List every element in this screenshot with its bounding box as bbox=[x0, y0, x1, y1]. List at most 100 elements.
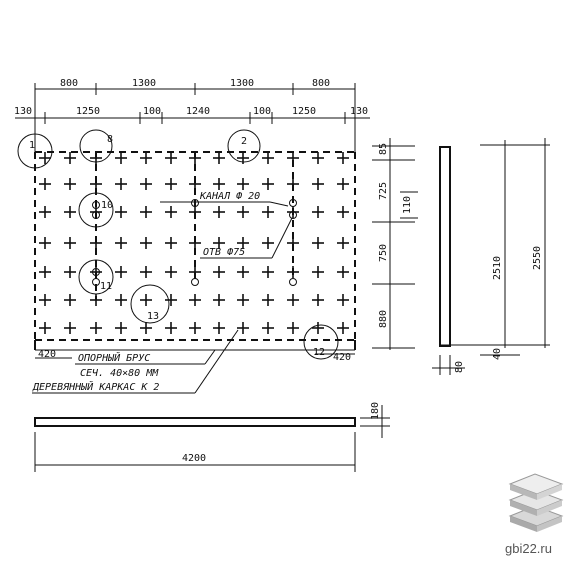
rebar-cross bbox=[337, 206, 349, 218]
rebar-cross bbox=[213, 206, 225, 218]
rebar-cross bbox=[287, 322, 299, 334]
rebar-cross bbox=[189, 322, 201, 334]
rebar-cross bbox=[39, 294, 51, 306]
rebar-cross bbox=[262, 206, 274, 218]
rebar-cross bbox=[64, 266, 76, 278]
side-dim-2550: 2550 bbox=[532, 246, 543, 270]
rebar-cross bbox=[39, 322, 51, 334]
marker-1-label: 1 bbox=[29, 140, 35, 151]
rebar-cross bbox=[262, 237, 274, 249]
rebar-cross bbox=[213, 152, 225, 164]
top-dim-1250-right: 1250 bbox=[292, 106, 316, 117]
section-note: СЕЧ. 40×80 ММ bbox=[80, 368, 159, 379]
rebar-cross bbox=[64, 237, 76, 249]
channel-hole bbox=[92, 268, 100, 276]
rebar-cross bbox=[90, 322, 102, 334]
channel-hole bbox=[289, 211, 297, 219]
rebar-cross bbox=[90, 237, 102, 249]
stacked-slabs-icon bbox=[508, 473, 564, 532]
marker-10-label: 10 bbox=[101, 200, 113, 211]
top-dim-100-right: 100 bbox=[253, 106, 271, 117]
marker-2-label: 2 bbox=[241, 136, 247, 147]
rebar-cross bbox=[262, 266, 274, 278]
elevation-thickness: 180 bbox=[370, 402, 381, 420]
rebar-cross bbox=[262, 152, 274, 164]
rebar-cross bbox=[115, 322, 127, 334]
rebar-cross bbox=[312, 322, 324, 334]
rebar-cross bbox=[237, 322, 249, 334]
callout-markers: 1 8 2 10 11 13 12 bbox=[17, 129, 339, 360]
rebar-cross bbox=[165, 206, 177, 218]
rebar-cross bbox=[140, 322, 152, 334]
rebar-cross bbox=[115, 206, 127, 218]
marker-13-label: 13 bbox=[147, 311, 159, 322]
side-dim-40: 40 bbox=[492, 348, 503, 360]
marker-circle-1 bbox=[17, 133, 53, 169]
rebar-cross bbox=[213, 322, 225, 334]
right-dim-880: 880 bbox=[378, 310, 389, 328]
rebar-cross bbox=[262, 178, 274, 190]
rebar-cross bbox=[262, 322, 274, 334]
rebar-cross bbox=[237, 237, 249, 249]
rebar-cross bbox=[165, 237, 177, 249]
rebar-cross bbox=[237, 178, 249, 190]
top-dim-130-right: 130 bbox=[350, 106, 368, 117]
rebar-cross bbox=[189, 237, 201, 249]
rebar-cross bbox=[337, 294, 349, 306]
left-bottom-dim: 420 bbox=[38, 349, 56, 360]
rebar-cross bbox=[312, 294, 324, 306]
rebar-cross bbox=[165, 266, 177, 278]
rebar-cross bbox=[165, 294, 177, 306]
rebar-cross bbox=[237, 206, 249, 218]
elevation-slab bbox=[34, 417, 356, 427]
rebar-cross bbox=[115, 237, 127, 249]
rebar-cross bbox=[287, 266, 299, 278]
logo-text: gbi22.ru bbox=[505, 541, 552, 556]
bottom-small-dims: 420 420 bbox=[35, 349, 355, 363]
right-dim-750: 750 bbox=[378, 244, 389, 262]
rebar-cross bbox=[90, 266, 102, 278]
channel-hole bbox=[92, 201, 100, 209]
rebar-cross bbox=[39, 178, 51, 190]
top-dim-130-left: 130 bbox=[14, 106, 32, 117]
channel-hole bbox=[92, 211, 100, 219]
channel-hole bbox=[92, 278, 100, 286]
rebar-cross bbox=[337, 152, 349, 164]
right-dim-85: 85 bbox=[378, 143, 389, 155]
rebar-cross bbox=[39, 237, 51, 249]
channel-hole bbox=[191, 199, 199, 207]
elevation-length: 4200 bbox=[182, 453, 206, 464]
side-view-slab bbox=[439, 146, 451, 347]
rebar-cross bbox=[312, 237, 324, 249]
rebar-cross bbox=[262, 294, 274, 306]
marker-11-label: 11 bbox=[100, 281, 112, 292]
rebar-cross bbox=[237, 294, 249, 306]
rebar-cross bbox=[140, 206, 152, 218]
rebar-cross bbox=[64, 178, 76, 190]
rebar-cross bbox=[189, 178, 201, 190]
marker-8-label: 8 bbox=[107, 134, 113, 145]
rebar-cross bbox=[337, 178, 349, 190]
hole-note: ОТВ Ф75 bbox=[203, 247, 245, 258]
bottom-elevation: 180 4200 bbox=[34, 402, 390, 472]
top-dim-800-left: 800 bbox=[60, 78, 78, 89]
leader-notes: КАНАЛ Ф 20 ОТВ Ф75 ОПОРНЫЙ БРУС СЕЧ. 40×… bbox=[32, 191, 293, 394]
rebar-cross bbox=[189, 266, 201, 278]
channel-hole bbox=[289, 199, 297, 207]
rebar-cross bbox=[115, 152, 127, 164]
rebar-cross bbox=[337, 237, 349, 249]
top-dim-1240: 1240 bbox=[186, 106, 210, 117]
rebar-cross bbox=[213, 178, 225, 190]
rebar-cross bbox=[39, 152, 51, 164]
rebar-cross bbox=[165, 322, 177, 334]
rebar-cross bbox=[64, 152, 76, 164]
rebar-cross bbox=[287, 294, 299, 306]
rebar-cross bbox=[64, 206, 76, 218]
rebar-cross bbox=[312, 206, 324, 218]
right-dimension-chain: 85 725 750 880 110 bbox=[372, 138, 418, 350]
rebar-cross bbox=[140, 294, 152, 306]
marker-circle-12 bbox=[303, 324, 339, 360]
rebar-cross bbox=[90, 294, 102, 306]
rebar-cross bbox=[140, 266, 152, 278]
channel-hole bbox=[289, 278, 297, 286]
